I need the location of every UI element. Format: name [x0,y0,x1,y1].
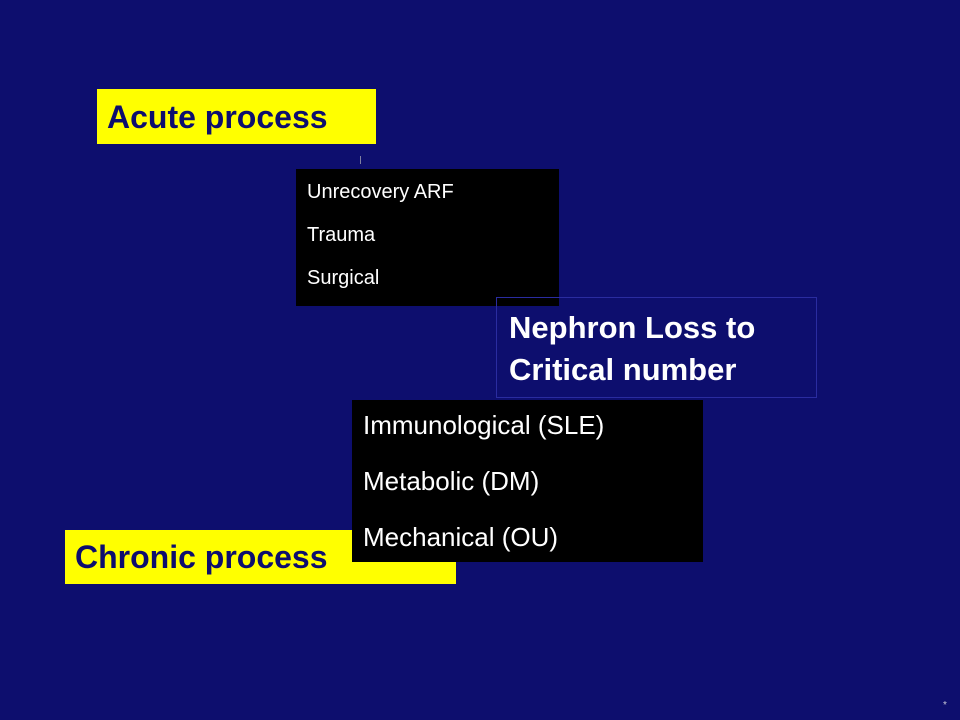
chronic-cause-item: Immunological (SLE) [363,410,605,440]
slide-corner-mark: * [943,700,947,711]
chronic-cause-item: Mechanical (OU) [363,522,559,552]
acute-causes-box: Unrecovery ARF Trauma Surgical [296,169,559,306]
nephron-loss-line-1: Nephron Loss to [509,310,756,345]
chronic-causes-box: Immunological (SLE) Metabolic (DM) Mecha… [352,400,703,562]
acute-process-label: Acute process [97,89,376,144]
acute-cause-item: Unrecovery ARF [307,181,454,203]
acute-cause-item: Trauma [307,224,376,246]
connector-tick [360,156,361,164]
chronic-cause-item: Metabolic (DM) [363,466,540,496]
acute-cause-item: Surgical [307,267,380,289]
nephron-loss-box: Nephron Loss to Critical number [496,297,817,398]
nephron-loss-line-2: Critical number [509,352,737,387]
